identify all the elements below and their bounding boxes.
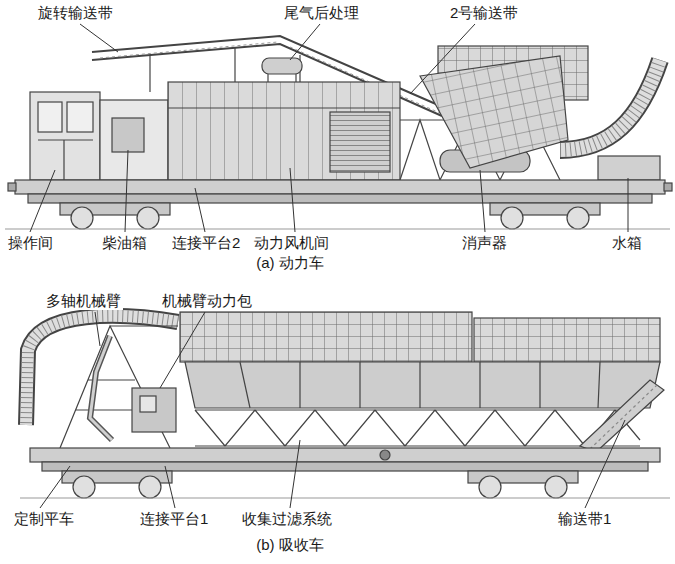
power-car (5, 36, 672, 229)
part-label: 柴油箱 (100, 234, 149, 252)
leader-lines (40, 312, 625, 508)
part-label: 机械臂动力包 (160, 292, 254, 310)
leader-lines (30, 24, 628, 232)
part-label: 水箱 (610, 234, 644, 252)
subfigure-caption: (b) 吸收车 (254, 536, 326, 554)
subfigure-caption: (a) 动力车 (254, 254, 326, 272)
part-label: 尾气后处理 (282, 4, 361, 22)
part-label: 动力风机间 (252, 234, 331, 252)
part-label: 定制平车 (12, 510, 76, 528)
part-label: 多轴机械臂 (44, 292, 123, 310)
absorber-car (20, 312, 670, 498)
part-label: 2号输送带 (448, 4, 520, 22)
part-label: 操作间 (6, 234, 55, 252)
part-label: 连接平台2 (170, 234, 242, 252)
part-label: 消声器 (460, 234, 509, 252)
part-label: 输送带1 (556, 510, 613, 528)
part-label: 收集过滤系统 (240, 510, 334, 528)
part-label: 连接平台1 (138, 510, 210, 528)
part-label: 旋转输送带 (36, 4, 115, 22)
